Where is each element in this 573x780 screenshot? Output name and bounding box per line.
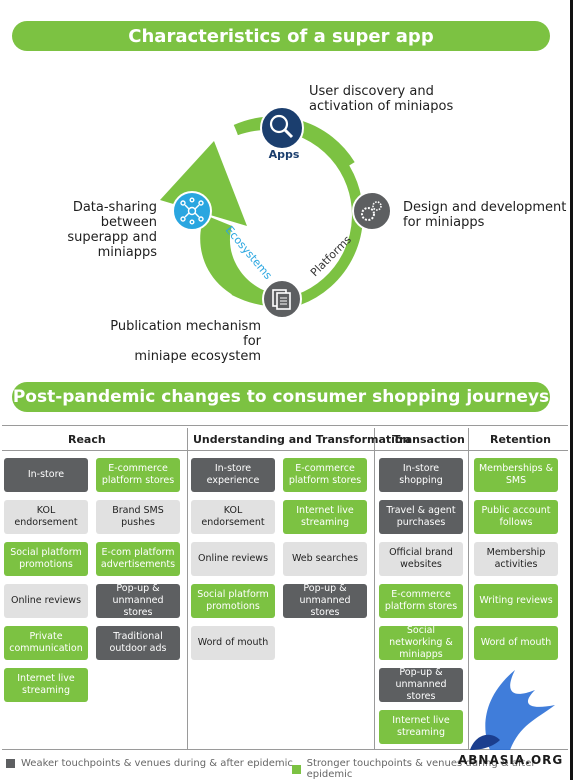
understanding-right-touchpoint: Internet live streaming <box>283 500 367 534</box>
documents-icon <box>272 289 291 310</box>
understanding-left-touchpoint: Online reviews <box>191 542 275 576</box>
ecosystems-node <box>172 191 212 231</box>
reach-right-touchpoint: E-commerce platform stores <box>96 458 180 492</box>
legend-weaker: Weaker touchpoints & venues during & aft… <box>6 758 293 769</box>
transaction-touchpoint: Travel & agent purchases <box>379 500 463 534</box>
gears-icon <box>361 201 382 221</box>
transaction-touchpoint: Pop-up & unmanned stores <box>379 667 463 702</box>
understanding-right-touchpoint: Pop-up & unmanned stores <box>283 583 367 618</box>
table-top-line <box>2 425 568 426</box>
watermark-text: ABNASIA.ORG <box>458 753 564 767</box>
transaction-touchpoint: Internet live streaming <box>379 710 463 744</box>
column-divider-1 <box>187 428 188 750</box>
transaction-touchpoint: Official brand websites <box>379 542 463 576</box>
table-bottom-line <box>2 749 568 750</box>
understanding-left-touchpoint: Word of mouth <box>191 626 275 660</box>
column-divider-2 <box>374 428 375 750</box>
reach-left-touchpoint: In-store <box>4 458 88 492</box>
column-header-understanding: Understanding and Transformation <box>193 433 411 446</box>
retention-touchpoint: Membership activities <box>474 542 558 576</box>
apps-label: Apps <box>269 148 300 161</box>
understanding-right-touchpoint: Web searches <box>283 542 367 576</box>
super-app-banner: Characteristics of a super app <box>12 21 550 51</box>
retention-touchpoint: Writing reviews <box>474 584 558 618</box>
reach-right-touchpoint: Traditional outdoor ads <box>96 626 180 660</box>
retention-touchpoint: Memberships & SMS <box>474 458 558 492</box>
reach-right-touchpoint: E-com platform advertisements <box>96 542 180 576</box>
transaction-touchpoint: Social networking & miniapps <box>379 625 463 660</box>
reach-left-touchpoint: KOL endorsement <box>4 500 88 534</box>
reach-left-touchpoint: Private communication <box>4 626 88 660</box>
column-header-reach: Reach <box>68 433 106 446</box>
retention-touchpoint: Word of mouth <box>474 626 558 660</box>
right-edge-line <box>570 0 573 780</box>
super-app-cycle-diagram: Apps Ecosystems Platforms <box>160 106 392 319</box>
reach-right-touchpoint: Brand SMS pushes <box>96 500 180 534</box>
retention-touchpoint: Public account follows <box>474 500 558 534</box>
apps-node <box>260 106 304 150</box>
reach-left-touchpoint: Internet live streaming <box>4 668 88 702</box>
table-header-line <box>2 450 568 451</box>
shopping-journeys-banner: Post-pandemic changes to consumer shoppi… <box>12 382 550 412</box>
column-divider-3 <box>468 428 469 750</box>
column-header-retention: Retention <box>490 433 551 446</box>
network-icon <box>180 197 204 225</box>
understanding-right-touchpoint: E-commerce platform stores <box>283 458 367 492</box>
understanding-left-touchpoint: Social platform promotions <box>191 584 275 618</box>
publication-node <box>262 279 302 319</box>
column-header-transaction: Transaction <box>393 433 465 446</box>
reach-right-touchpoint: Pop-up & unmanned stores <box>96 583 180 618</box>
transaction-touchpoint: E-commerce platform stores <box>379 584 463 618</box>
platforms-node <box>352 191 392 231</box>
magnifier-icon <box>269 114 294 139</box>
watermark-logo <box>470 670 555 750</box>
understanding-left-touchpoint: KOL endorsement <box>191 500 275 534</box>
understanding-left-touchpoint: In-store experience <box>191 458 275 492</box>
reach-left-touchpoint: Social platform promotions <box>4 542 88 576</box>
cycle-arrow-tail <box>200 215 268 306</box>
transaction-touchpoint: In-store shopping <box>379 458 463 492</box>
legend-stronger-swatch <box>292 764 301 774</box>
reach-left-touchpoint: Online reviews <box>4 584 88 618</box>
legend-stronger: Stronger touchpoints & venues during & a… <box>292 758 573 780</box>
legend-weaker-swatch <box>6 759 15 768</box>
